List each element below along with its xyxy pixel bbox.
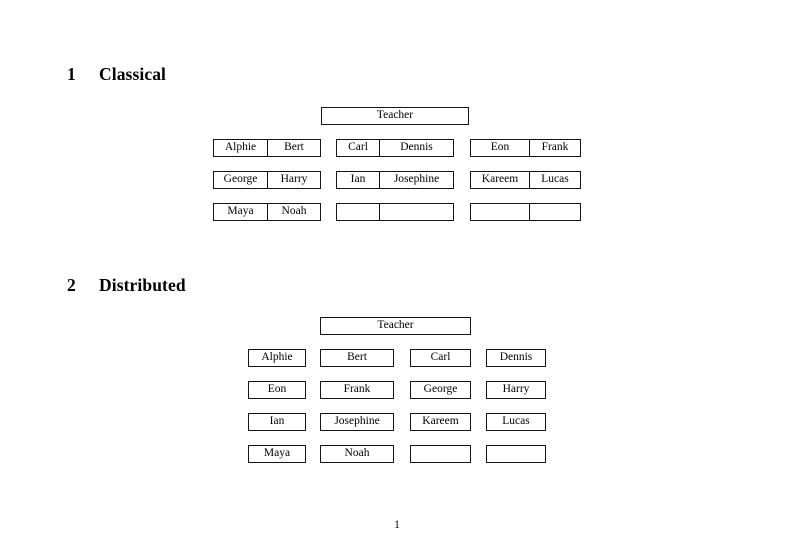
classical-row: Carl Dennis bbox=[336, 139, 454, 157]
classical-cell: Noah bbox=[266, 204, 320, 220]
distributed-box: Maya bbox=[248, 445, 306, 463]
distributed-box: George bbox=[410, 381, 471, 399]
distributed-box: Dennis bbox=[486, 349, 546, 367]
classical-row: Maya Noah bbox=[213, 203, 321, 221]
distributed-box: Bert bbox=[320, 349, 394, 367]
classical-cell: Kareem bbox=[481, 173, 519, 186]
classical-cell: Frank bbox=[529, 140, 580, 156]
distributed-box: Alphie bbox=[248, 349, 306, 367]
classical-row: Kareem Lucas bbox=[470, 171, 581, 189]
section-title: Distributed bbox=[99, 275, 186, 295]
classical-cell bbox=[529, 204, 580, 220]
distributed-box: Josephine bbox=[320, 413, 394, 431]
distributed-box: Lucas bbox=[486, 413, 546, 431]
classical-cell: Bert bbox=[266, 140, 320, 156]
classical-row: Ian Josephine bbox=[336, 171, 454, 189]
distributed-box: Kareem bbox=[410, 413, 471, 431]
distributed-box: Frank bbox=[320, 381, 394, 399]
classical-cell bbox=[471, 204, 529, 220]
distributed-box: Eon bbox=[248, 381, 306, 399]
classical-cell: Josephine bbox=[379, 172, 453, 188]
distributed-teacher-box: Teacher bbox=[320, 317, 471, 335]
distributed-box: Noah bbox=[320, 445, 394, 463]
distributed-box: Carl bbox=[410, 349, 471, 367]
classical-cell: Alphie bbox=[224, 141, 257, 154]
classical-row: Eon Frank bbox=[470, 139, 581, 157]
distributed-box: Harry bbox=[486, 381, 546, 399]
classical-cell: Eon bbox=[490, 141, 510, 154]
distributed-box: Ian bbox=[248, 413, 306, 431]
classical-cell: Lucas bbox=[529, 172, 580, 188]
distributed-box bbox=[410, 445, 471, 463]
classical-cell: Ian bbox=[350, 173, 366, 186]
classical-cell: Dennis bbox=[379, 140, 453, 156]
page-number: 1 bbox=[394, 519, 400, 531]
classical-row bbox=[336, 203, 454, 221]
classical-row: Alphie Bert bbox=[213, 139, 321, 157]
classical-cell bbox=[379, 204, 453, 220]
section-heading-distributed: 2 Distributed bbox=[67, 275, 186, 295]
classical-cell: Maya bbox=[227, 205, 254, 218]
classical-cell: Carl bbox=[348, 141, 368, 154]
section-number: 2 bbox=[67, 275, 76, 295]
section-title: Classical bbox=[99, 64, 167, 84]
section-number: 1 bbox=[67, 64, 76, 84]
classical-cell bbox=[337, 204, 379, 220]
classical-row: George Harry bbox=[213, 171, 321, 189]
section-heading-classical: 1 Classical bbox=[67, 64, 167, 84]
distributed-box bbox=[486, 445, 546, 463]
classical-cell: George bbox=[223, 173, 258, 186]
classical-row bbox=[470, 203, 581, 221]
classical-teacher-box: Teacher bbox=[321, 107, 469, 125]
classical-cell: Harry bbox=[266, 172, 320, 188]
